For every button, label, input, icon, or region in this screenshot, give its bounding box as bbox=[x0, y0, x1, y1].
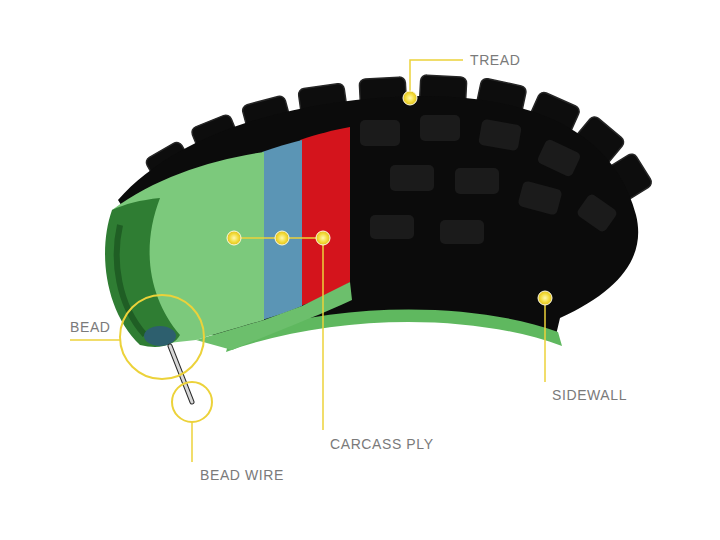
callout-dots bbox=[227, 91, 552, 305]
tread-texture bbox=[360, 115, 618, 244]
green-lower bbox=[196, 282, 352, 350]
inner-shade bbox=[117, 225, 145, 335]
inner-liner bbox=[105, 198, 180, 347]
bead-core bbox=[144, 326, 176, 346]
blue-layer bbox=[262, 140, 302, 320]
part-label: TREAD bbox=[470, 51, 520, 69]
leader-lines bbox=[70, 60, 545, 462]
part-label: SIDEWALL bbox=[552, 386, 627, 404]
part-label: BEAD WIRE bbox=[200, 466, 284, 484]
part-label: BEAD bbox=[70, 318, 111, 336]
part-label: CARCASS PLY bbox=[330, 435, 434, 453]
red-layer bbox=[300, 127, 350, 306]
